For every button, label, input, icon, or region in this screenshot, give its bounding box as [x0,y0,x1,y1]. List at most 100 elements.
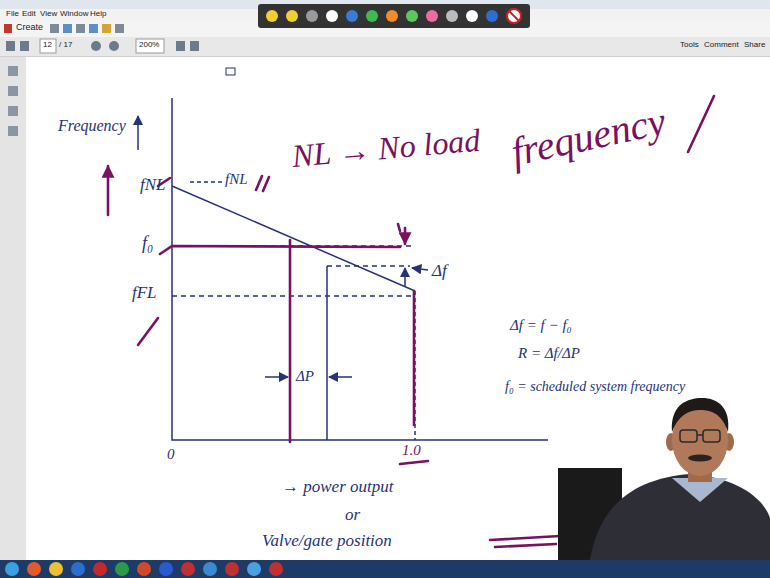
toolbar-icons [4,24,199,53]
annotation-line [160,246,400,254]
handwritten-note: frequency [508,100,670,174]
glasses [703,430,720,442]
tool-icon [89,24,98,33]
annotation-stroke [398,224,400,231]
menu-item: Help [90,10,106,18]
handwritten-note: NL → No load [291,124,482,174]
tool-icon [76,24,85,33]
toolbar-button: Tools [680,41,699,49]
glasses [680,430,697,442]
taskbar-icon [225,562,239,576]
sidebar-icon [8,86,18,96]
tool-icon [102,24,111,33]
annotation-arrow [107,166,110,215]
delta-label: ΔP [296,369,314,385]
axis-tick: 0 [167,447,175,463]
taskbar-icon [137,562,151,576]
hair [672,398,729,432]
taskbar-icon [159,562,173,576]
pen-icon [266,10,278,22]
axes [172,98,548,440]
axis-label: → power output [282,478,393,496]
zoom-level: 200% [139,41,159,49]
droop-diagram [138,98,548,440]
menu-item: Edit [22,10,36,18]
dashed-line [327,265,410,267]
stop-icon [509,11,519,21]
taskbar-icon [71,562,85,576]
tool-icon [190,41,199,51]
annotation-line [413,291,416,425]
tool-icon [115,24,124,33]
frequency-label: fNL [225,172,248,188]
vertical-line [326,266,328,440]
tool-icon [91,41,101,51]
pen-icon [466,10,478,22]
taskbar-icon [5,562,19,576]
taskbar-icon [181,562,195,576]
menu-item: Window [60,10,88,18]
toolbar-button: Comment [704,41,739,49]
pen-icon [346,10,358,22]
taskbar [0,560,770,578]
pen-icon [306,10,318,22]
taskbar-icons [5,562,283,576]
toolbar [0,37,770,57]
pen-icon [326,10,338,22]
taskbar-icon [115,562,129,576]
tool-icon [6,41,15,51]
zoom-box [136,39,164,53]
annotations [108,96,714,547]
pen-icon [286,10,298,22]
tool-icon [4,24,12,33]
tool-icon [176,41,185,51]
menu-item: View [40,10,57,18]
annotation-stroke [688,96,714,152]
droop-line [172,186,415,291]
moustache [688,455,712,462]
pen-icon [486,10,498,22]
leader-arrow [412,268,428,270]
annotation-line [289,240,292,442]
toolbar-button: Create [16,23,43,32]
tool-icon [109,41,119,51]
tool-icon [20,41,29,51]
page-box [40,39,56,53]
pen-icon [366,10,378,22]
menu-item: File [6,10,19,18]
taskbar-icon [49,562,63,576]
delta-f-arrow [404,268,406,286]
frequency-label: fNL [140,176,166,194]
taskbar-icon [93,562,107,576]
sidebar-icon [8,106,18,116]
pen-icon [406,10,418,22]
definition: f₀ = scheduled system frequency [505,380,685,395]
pen-icon [446,10,458,22]
axis-label: or [345,506,360,524]
annotation-strike [490,536,560,547]
sidebar-icon [8,126,18,136]
pen-icon [386,10,398,22]
annotation-stroke [138,318,158,345]
pdf-page [26,57,770,560]
axis-arrow [137,116,139,150]
pen-icon [426,10,438,22]
equation: R = Δf/ΔP [518,346,580,362]
axis-tick: 1.0 [402,443,421,459]
dashed-line [414,291,416,440]
taskbar-icon [269,562,283,576]
annotation-arrow [404,228,407,244]
dashed-line [190,181,222,183]
sidebar [0,57,26,560]
axis-label: Valve/gate position [262,532,392,550]
tool-icon [50,24,59,33]
stop-icon [507,9,521,23]
lecturer [558,398,770,560]
tool-icon [63,24,72,33]
toolbar-button: Share [744,41,765,49]
annotation-underline [400,461,428,464]
dashed-line [172,295,415,297]
frequency-label: f₀ [142,234,153,253]
equation: Δf = f − f₀ [510,318,572,334]
